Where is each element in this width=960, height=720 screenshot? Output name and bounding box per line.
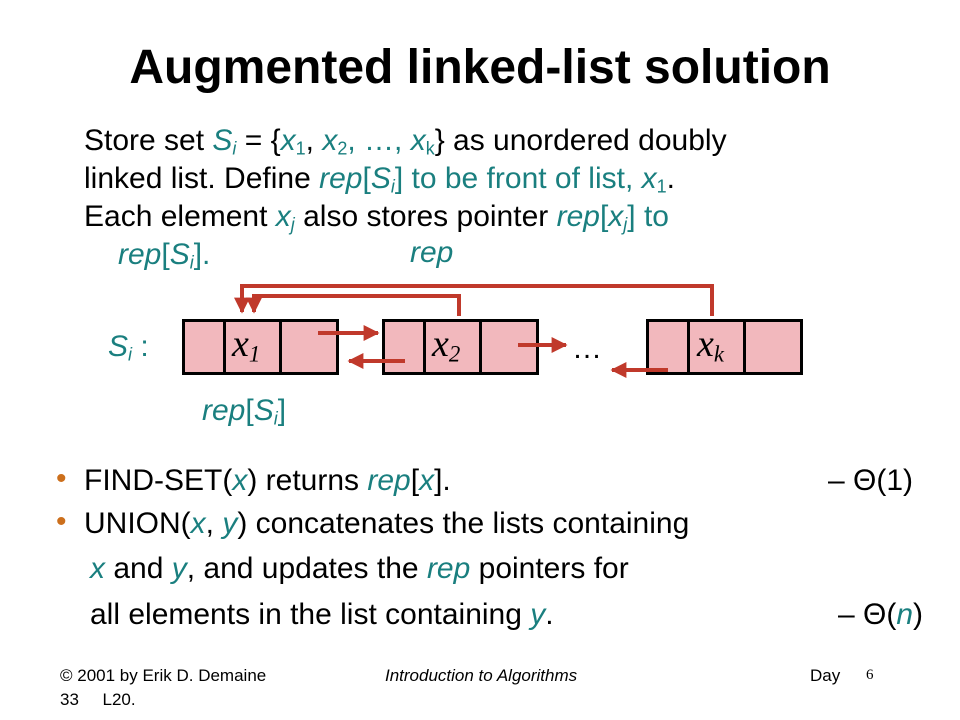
rep-pointer-k: [234, 284, 714, 316]
rep-pointer-label: rep: [410, 236, 454, 269]
set-label: Si :: [108, 330, 149, 365]
node-k-next-cell: [743, 319, 803, 375]
bullet-2-line-3: all elements in the list containing y.: [90, 598, 554, 631]
bullet-2-line-1: UNION(x, y) concatenates the lists conta…: [84, 507, 690, 540]
footer-day: Day: [810, 666, 841, 685]
rep-S-label: rep[Si]: [202, 394, 287, 429]
node-1-key-cell: [223, 319, 282, 375]
para-line-2: linked list. Define rep[Si] to be front …: [84, 162, 675, 197]
ellipsis: …: [572, 332, 602, 365]
footer-copyright: © 2001 by Erik D. Demaine: [60, 666, 267, 685]
bullet-1-cost: – Θ(1): [828, 464, 914, 497]
footer-course: Introduction to Algorithms: [385, 666, 578, 685]
rep-pointer-2: [246, 294, 461, 316]
bullet-2-cost: – Θ(n): [838, 598, 924, 631]
node-k-label: xk: [697, 323, 724, 367]
para-line-4: rep[Si].: [118, 238, 211, 273]
bullet-2-line-2: x and y, and updates the rep pointers fo…: [90, 552, 629, 585]
node-1-next-cell: [279, 319, 339, 375]
node-2-key-cell: [423, 319, 482, 375]
bullet-dot-1: •: [56, 462, 67, 495]
footer-page-number: 6: [866, 667, 874, 683]
bullet-1-text: FIND-SET(x) returns rep[x].: [84, 464, 451, 497]
bullet-dot-2: •: [56, 505, 67, 538]
footer-lecture: 33 L20.: [60, 690, 136, 709]
slide-title: Augmented linked-list solution: [129, 41, 831, 94]
para-line-3: Each element xj also stores pointer rep[…: [84, 200, 669, 235]
node-2-label: x2: [432, 323, 461, 367]
para-line-1: Store set Si = {x1, x2, …, xk} as unorde…: [84, 124, 727, 159]
node-1-label: x1: [232, 323, 261, 367]
